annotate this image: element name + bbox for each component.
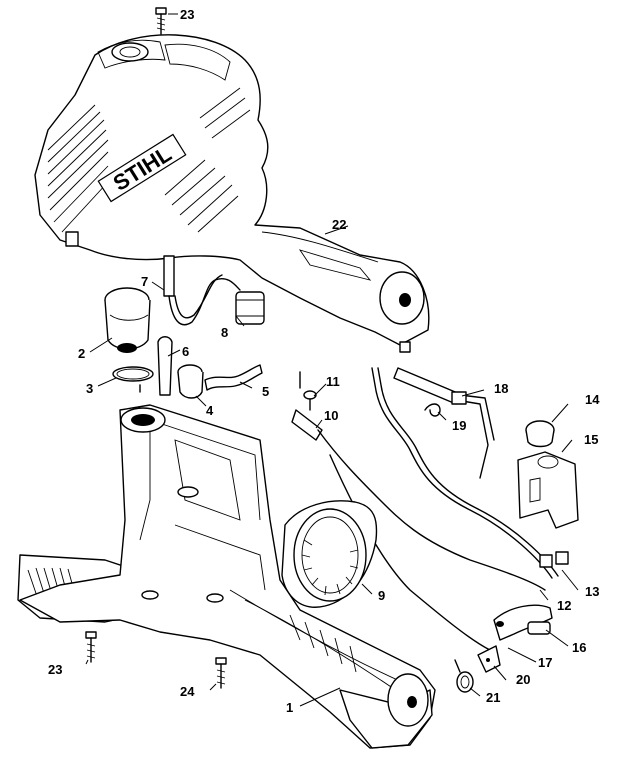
callout-1: 1 <box>286 700 293 715</box>
screw-top <box>155 7 167 35</box>
fuel-filter <box>235 291 265 325</box>
callout-11: 11 <box>326 374 340 389</box>
stop-switch <box>525 420 555 448</box>
switch-housing <box>517 451 579 529</box>
callout-23-bottom: 23 <box>48 662 62 677</box>
callout-2: 2 <box>78 346 85 361</box>
callout-20: 20 <box>516 672 530 687</box>
main-housing <box>17 404 436 749</box>
callout-9: 9 <box>378 588 385 603</box>
switch-rod <box>393 367 495 479</box>
fuel-cap <box>104 287 151 353</box>
callout-8: 8 <box>221 325 228 340</box>
callout-18: 18 <box>494 381 508 396</box>
primer-bulb <box>177 364 204 399</box>
callout-4: 4 <box>206 403 214 418</box>
hose-5 <box>204 364 263 391</box>
fan-housing <box>281 500 378 608</box>
callout-24: 24 <box>180 684 195 699</box>
callout-17: 17 <box>538 655 552 670</box>
callout-5: 5 <box>262 384 269 399</box>
callout-6: 6 <box>182 344 189 359</box>
fuel-line <box>163 255 241 326</box>
callout-10: 10 <box>324 408 338 423</box>
callout-19: 19 <box>452 418 466 433</box>
callout-3: 3 <box>86 381 93 396</box>
leader-lines <box>85 13 579 707</box>
callout-21: 21 <box>486 690 500 705</box>
callout-15: 15 <box>584 432 598 447</box>
cable-bracket <box>291 409 323 441</box>
throttle-trigger <box>493 604 553 641</box>
throttle-cable <box>317 367 569 651</box>
callout-7: 7 <box>141 274 148 289</box>
callout-12: 12 <box>557 598 571 613</box>
cap-seal <box>112 366 154 393</box>
throttle-lever <box>477 645 501 673</box>
hose-6 <box>157 336 173 396</box>
callout-labels: 23 22 7 8 2 6 3 4 5 11 10 18 19 14 15 13… <box>48 7 600 715</box>
screw-24 <box>215 657 227 689</box>
screw-bottom <box>85 631 97 663</box>
callout-16: 16 <box>572 640 586 655</box>
engine-housing: STIHL <box>34 34 430 353</box>
callout-23-top: 23 <box>180 7 194 22</box>
torsion-spring <box>454 659 474 693</box>
screw-11 <box>299 371 317 411</box>
callout-22: 22 <box>332 217 346 232</box>
callout-13: 13 <box>585 584 599 599</box>
spring-19 <box>424 403 441 417</box>
callout-14: 14 <box>585 392 600 407</box>
